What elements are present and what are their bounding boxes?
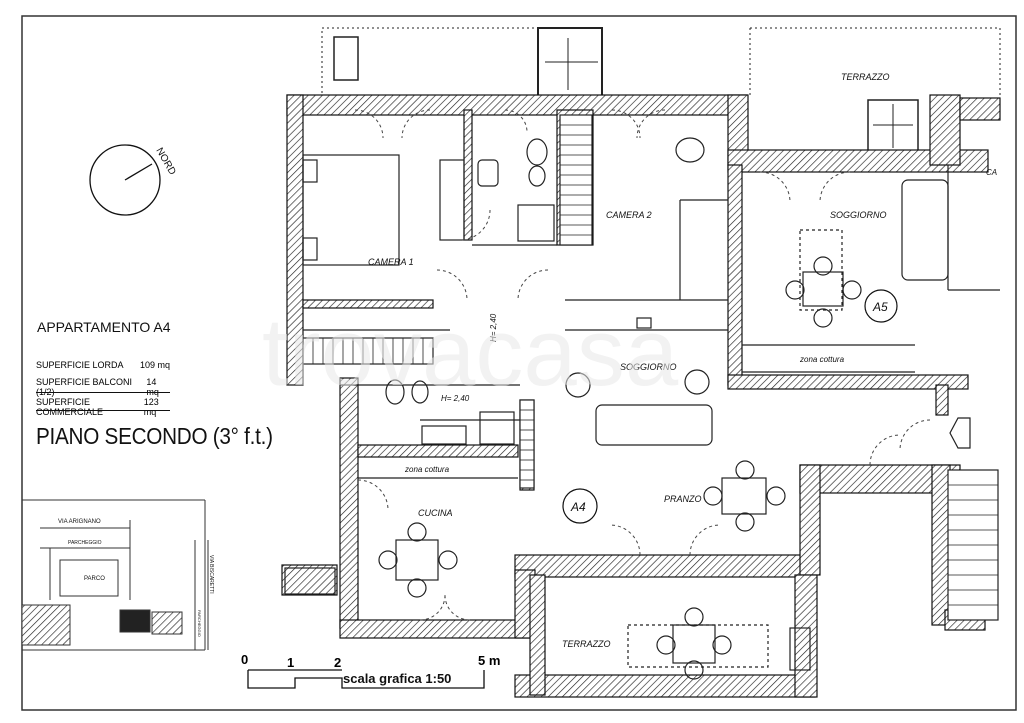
- site-map: [21, 499, 209, 651]
- graphic-scale: [247, 669, 485, 689]
- sink-icon: [477, 159, 499, 187]
- watermark: trovacasa: [262, 299, 679, 406]
- balcony-top: [321, 27, 603, 99]
- room-soggiorno-a4: SOGGIORNO: [620, 362, 677, 372]
- divider: [36, 392, 170, 393]
- room-cucina: CUCINA: [418, 508, 453, 518]
- sheet-border: [21, 15, 1017, 711]
- sofa-icon: [595, 404, 713, 446]
- terrace-top: [749, 27, 1001, 153]
- height-bath: H= 2,40: [441, 394, 470, 403]
- surface-label: SUPERFICIE LORDA: [36, 360, 124, 370]
- table-icon: [395, 539, 439, 581]
- sofa-icon: [901, 179, 949, 281]
- floor-title: PIANO SECONDO (3° f.t.): [36, 423, 273, 449]
- shower-icon: [517, 204, 555, 242]
- room-labels: CAMERA 1 CAMERA 2 SOGGIORNO SOGGIORNO TE…: [368, 72, 997, 649]
- unit-a4-label: A4: [570, 500, 586, 514]
- unit-markers: A4 A5: [562, 289, 898, 524]
- surface-row: SUPERFICIE BALCONI (1/2) 14 mq: [36, 377, 170, 397]
- room-soggiorno-a5: SOGGIORNO: [830, 210, 887, 220]
- furniture: [284, 137, 971, 680]
- surface-value: 14 mq: [146, 377, 159, 397]
- table-icon: [802, 271, 844, 307]
- divider: [36, 410, 170, 411]
- room-camera-2: CAMERA 2: [606, 210, 652, 220]
- scale-tick-0: 0: [241, 652, 249, 667]
- stair: [302, 114, 999, 621]
- room-terrazzo-bottom: TERRAZZO: [562, 639, 611, 649]
- site-via-arignano: VIA ARIGNANO: [58, 519, 101, 525]
- bidet-icon: [528, 165, 546, 187]
- sink-icon: [421, 425, 467, 445]
- scale-label: scala grafica 1:50: [343, 671, 452, 686]
- surface-value: 109 mq: [139, 360, 170, 370]
- site-parcheggio-side: PARCHEGGIO: [197, 610, 202, 637]
- unit-a5-label: A5: [872, 300, 888, 314]
- site-parco: PARCO: [84, 576, 105, 582]
- room-pranzo: PRANZO: [664, 494, 702, 504]
- entrance-arrow-icon: [949, 417, 971, 449]
- armchair-icon: [684, 369, 710, 395]
- compass-label: NORD: [153, 146, 177, 177]
- shower-icon: [479, 411, 515, 445]
- wardrobe: [439, 159, 465, 241]
- compass-icon: [89, 144, 161, 216]
- scale-tick-5m: 5 m: [478, 653, 501, 668]
- scale-tick-1: 1: [287, 655, 295, 670]
- surface-row: SUPERFICIE COMMERCIALE 123 mq: [36, 397, 170, 417]
- zona-cottura-a4: zona cottura: [404, 465, 450, 474]
- scale-tick-2: 2: [334, 655, 342, 670]
- table-icon: [721, 477, 767, 515]
- toilet-icon: [385, 379, 405, 405]
- apartment-title: APPARTAMENTO A4: [37, 319, 171, 335]
- tv-icon: [636, 317, 652, 329]
- zona-cottura-a5: zona cottura: [799, 355, 845, 364]
- surface-row: SUPERFICIE LORDA 109 mq: [36, 360, 170, 370]
- height-corridor: H= 2,40: [489, 313, 498, 342]
- room-camera-1: CAMERA 1: [368, 257, 414, 267]
- armchair-icon: [675, 137, 705, 163]
- surface-label: SUPERFICIE BALCONI (1/2): [36, 377, 133, 397]
- armchair-icon: [565, 372, 591, 398]
- double-bed: [302, 154, 400, 266]
- bidet-icon: [411, 380, 429, 404]
- surface-label: SUPERFICIE COMMERCIALE: [36, 397, 104, 417]
- site-parcheggio-top: PARCHEGGIO: [68, 540, 102, 546]
- site-via-biscaretti: VIA BISCARETTI: [208, 555, 214, 594]
- unit-a4-circle: [562, 488, 598, 524]
- toilet-icon: [526, 138, 548, 166]
- room-cut-label: CA: [986, 168, 997, 177]
- door-swings: [354, 109, 931, 621]
- unit-a5-circle: [864, 289, 898, 323]
- surface-value: 123 mq: [143, 397, 159, 417]
- table-icon: [672, 624, 716, 664]
- room-terrazzo-top: TERRAZZO: [841, 72, 890, 82]
